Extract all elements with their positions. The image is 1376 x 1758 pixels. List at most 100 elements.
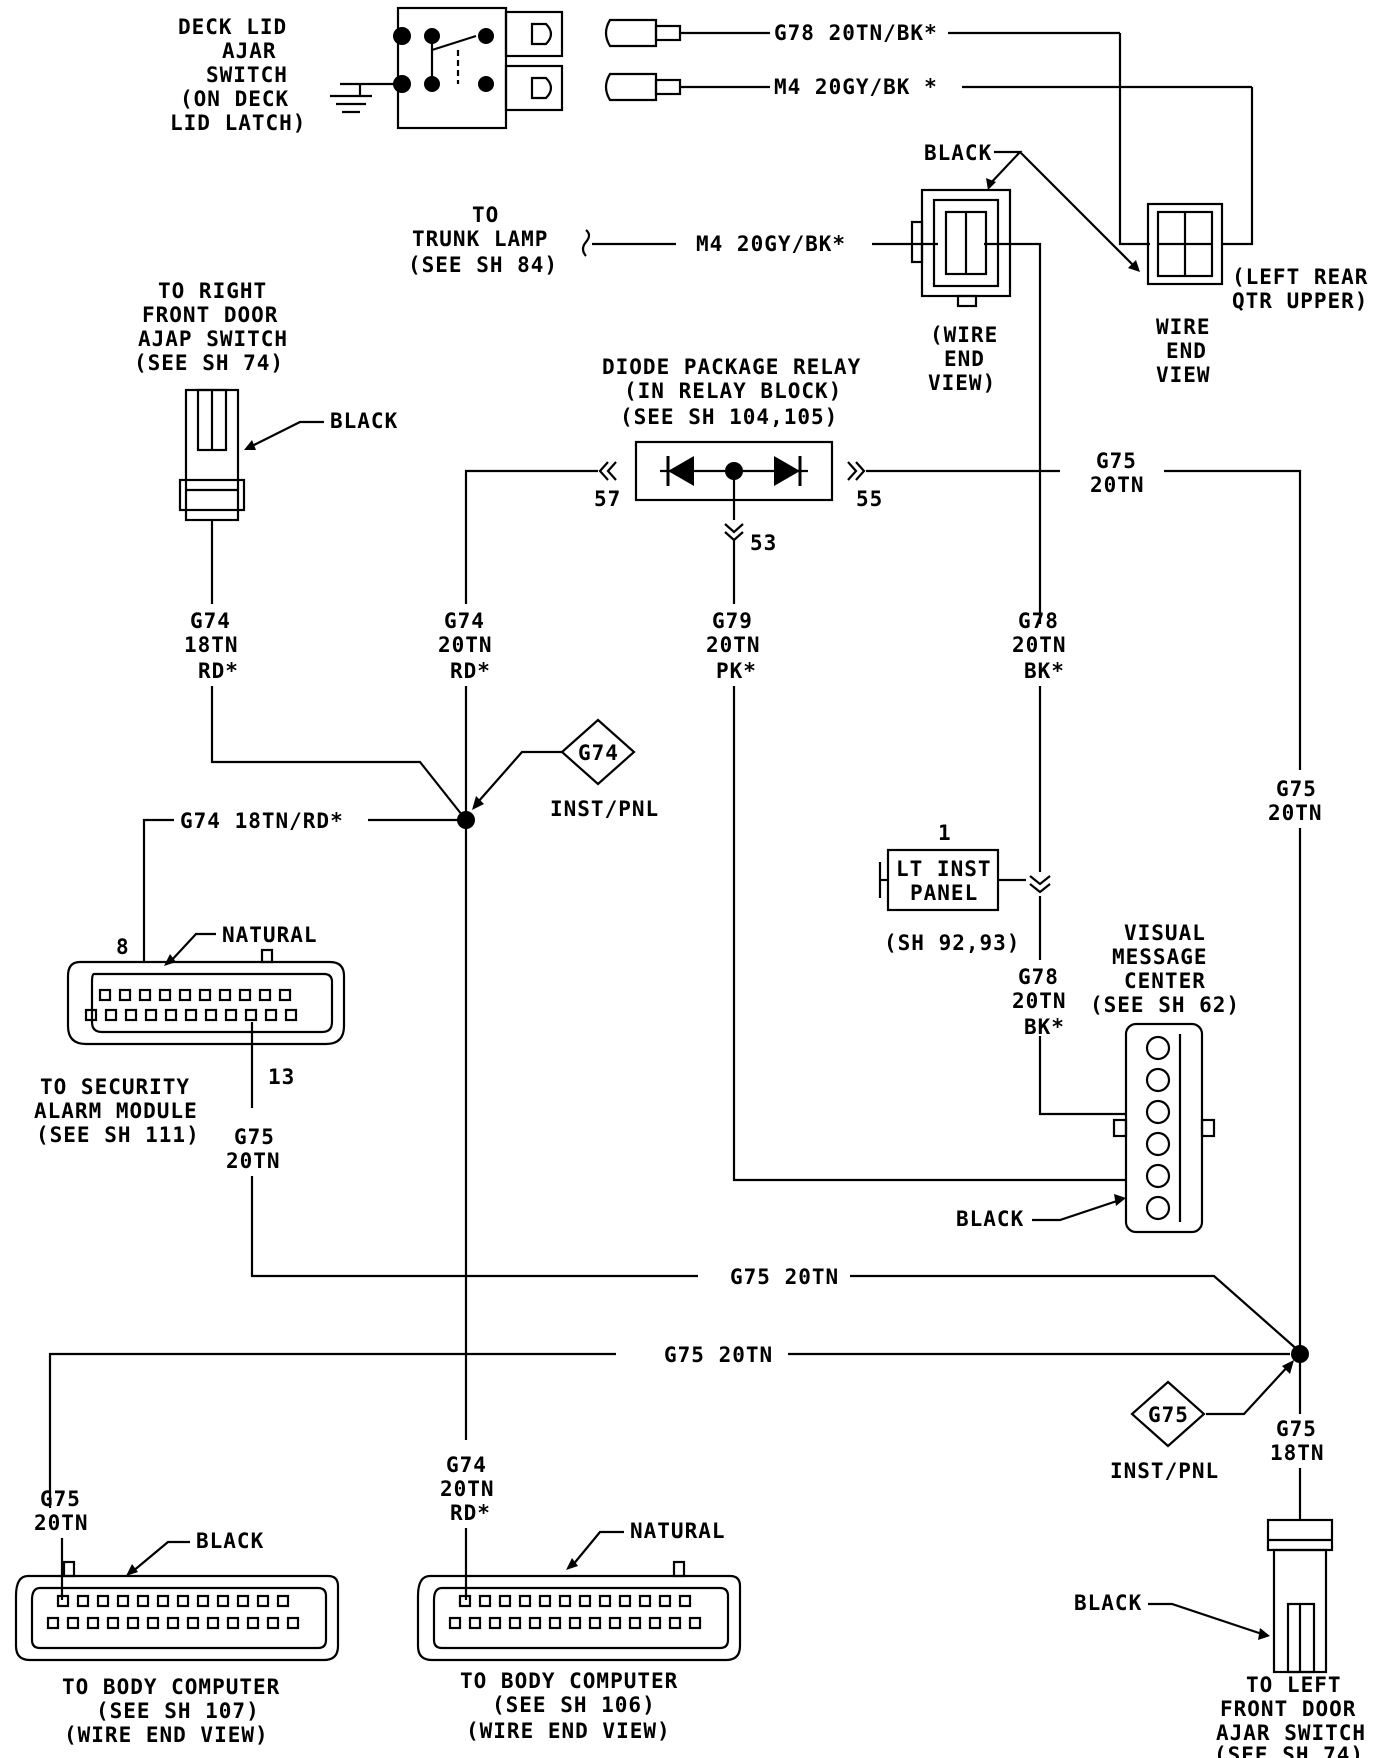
g74-splice-tag: G74 xyxy=(578,741,619,765)
security-pins-row1 xyxy=(98,988,292,1002)
deck-lid-label-4: (ON DECK xyxy=(180,87,289,111)
wire-end-view-right-1: WIRE xyxy=(1156,315,1211,339)
right-front-door-switch xyxy=(178,388,246,522)
right-front-door-label-1: TO RIGHT xyxy=(158,279,267,303)
security-label-2: ALARM MODULE xyxy=(34,1099,198,1123)
right-front-door-label-3: AJAP SWITCH xyxy=(138,327,288,351)
wire-end-view-connector-right xyxy=(1146,202,1224,286)
g74-bc106-label-2: 20TN xyxy=(440,1477,495,1501)
black-label-vmc: BLACK xyxy=(956,1207,1024,1231)
security-label-3: (SEE SH 111) xyxy=(36,1123,200,1147)
pin-57-label: 57 xyxy=(594,487,621,511)
body-computer-106-label-2: (SEE SH 106) xyxy=(492,1693,656,1717)
g78-lower-label-3: BK* xyxy=(1024,1015,1065,1039)
g79-label-3: PK* xyxy=(716,659,757,683)
g75-splice-tag: G75 xyxy=(1148,1403,1189,1427)
security-pins-row2 xyxy=(84,1008,298,1022)
bc106-pins-row2 xyxy=(448,1616,702,1630)
deck-lid-label-3: SWITCH xyxy=(206,63,288,87)
pin-13-label: 13 xyxy=(268,1065,295,1089)
left-front-door-label-4: (SEE SH 74) xyxy=(1214,1743,1364,1758)
natural-label-bc106: NATURAL xyxy=(630,1519,726,1543)
wire-end-view-right-2: END xyxy=(1166,339,1207,363)
deck-lid-label-5: LID LATCH) xyxy=(170,111,306,135)
g79-label-1: G79 xyxy=(712,609,753,633)
g78-label-2: 20TN xyxy=(1012,633,1067,657)
body-computer-106-label-1: TO BODY COMPUTER xyxy=(460,1669,678,1693)
g78-lower-label-1: G78 xyxy=(1018,965,1059,989)
g75-upper-label-2: 20TN xyxy=(1090,473,1145,497)
diode-relay-label-1: DIODE PACKAGE RELAY xyxy=(602,355,861,379)
deck-lid-label-1: DECK LID xyxy=(178,15,287,39)
trunk-lamp-label-3: (SEE SH 84) xyxy=(408,253,558,277)
black-label-right-front: BLACK xyxy=(330,409,398,433)
g75-horizontal-label-1: G75 20TN xyxy=(730,1265,839,1289)
g74-left-label-2: 18TN xyxy=(184,633,239,657)
left-front-door-label-3: AJAR SWITCH xyxy=(1216,1721,1366,1745)
g74-left-label-3: RD* xyxy=(198,659,239,683)
g78-label-1: G78 xyxy=(1018,609,1059,633)
pin-55-label: 55 xyxy=(856,487,883,511)
right-front-door-label-2: FRONT DOOR xyxy=(142,303,278,327)
right-front-door-label-4: (SEE SH 74) xyxy=(134,351,284,375)
g79-label-2: 20TN xyxy=(706,633,761,657)
g75-security-label-2: 20TN xyxy=(226,1149,281,1173)
g74-center-label-1: G74 xyxy=(444,609,485,633)
vmc-label-3: CENTER xyxy=(1124,969,1206,993)
g74-center-label-2: 20TN xyxy=(438,633,493,657)
body-computer-107-connector xyxy=(14,1560,340,1662)
vmc-label-2: MESSAGE xyxy=(1112,945,1208,969)
sh-92-93-label: (SH 92,93) xyxy=(884,931,1020,955)
g74-bc106-label-1: G74 xyxy=(446,1453,487,1477)
deck-lid-switch xyxy=(330,6,564,130)
left-rear-label-1: (LEFT REAR xyxy=(1232,265,1368,289)
visual-message-center-connector xyxy=(1112,1022,1216,1234)
inline-connectors-top xyxy=(604,18,682,102)
inst-pnl-label-2: INST/PNL xyxy=(1110,1459,1219,1483)
lt-inst-panel-label-2: PANEL xyxy=(910,881,978,905)
wire-end-view-mid-2: END xyxy=(944,347,985,371)
diode-relay-label-2: (IN RELAY BLOCK) xyxy=(624,379,842,403)
g78-top-wire-label: G78 20TN/BK* xyxy=(774,21,938,45)
diode-relay-label-3: (SEE SH 104,105) xyxy=(620,405,838,429)
g75-upper-label-1: G75 xyxy=(1096,449,1137,473)
g75-right-label-1: G75 xyxy=(1276,777,1317,801)
deck-lid-label-2: AJAR xyxy=(222,39,277,63)
diode-package-relay xyxy=(634,440,834,520)
g74-horizontal-label: G74 18TN/RD* xyxy=(180,809,344,833)
body-computer-106-label-3: (WIRE END VIEW) xyxy=(466,1719,671,1743)
body-computer-107-label-2: (SEE SH 107) xyxy=(96,1699,260,1723)
body-computer-106-connector xyxy=(416,1560,742,1662)
lt-inst-pin-label: 1 xyxy=(938,821,952,845)
g74-bc106-label-3: RD* xyxy=(450,1501,491,1525)
wire-end-view-connector-middle xyxy=(910,188,1012,308)
vmc-label-4: (SEE SH 62) xyxy=(1090,993,1240,1017)
body-computer-107-label-3: (WIRE END VIEW) xyxy=(64,1723,269,1747)
g75-bc107-label-1: G75 xyxy=(40,1487,81,1511)
g75-horizontal-label-2: G75 20TN xyxy=(664,1343,773,1367)
lt-inst-panel-label-1: LT INST xyxy=(896,857,992,881)
pin-8-label: 8 xyxy=(116,935,130,959)
g75-lower-right-label-1: G75 xyxy=(1276,1417,1317,1441)
bc107-pins-row1 xyxy=(56,1594,290,1608)
left-rear-label-2: QTR UPPER) xyxy=(1232,289,1368,313)
trunk-lamp-label-1: TO xyxy=(472,203,499,227)
black-label-top: BLACK xyxy=(924,141,992,165)
pin-53-label: 53 xyxy=(750,531,777,555)
bc106-pins-row1 xyxy=(458,1594,692,1608)
left-front-door-label-2: FRONT DOOR xyxy=(1220,1697,1356,1721)
g78-lower-label-2: 20TN xyxy=(1012,989,1067,1013)
security-alarm-connector xyxy=(66,948,346,1046)
m4-top-wire-label: M4 20GY/BK * xyxy=(774,75,938,99)
g75-security-label-1: G75 xyxy=(234,1125,275,1149)
black-label-bc107: BLACK xyxy=(196,1529,264,1553)
inst-pnl-label-1: INST/PNL xyxy=(550,797,659,821)
m4-mid-wire-label: M4 20GY/BK* xyxy=(696,232,846,256)
black-label-left-front: BLACK xyxy=(1074,1591,1142,1615)
security-label-1: TO SECURITY xyxy=(40,1075,190,1099)
natural-label-security: NATURAL xyxy=(222,923,318,947)
left-front-door-label-1: TO LEFT xyxy=(1246,1673,1342,1697)
wire-end-view-right-3: VIEW xyxy=(1156,363,1211,387)
bc107-pins-row2 xyxy=(46,1616,300,1630)
